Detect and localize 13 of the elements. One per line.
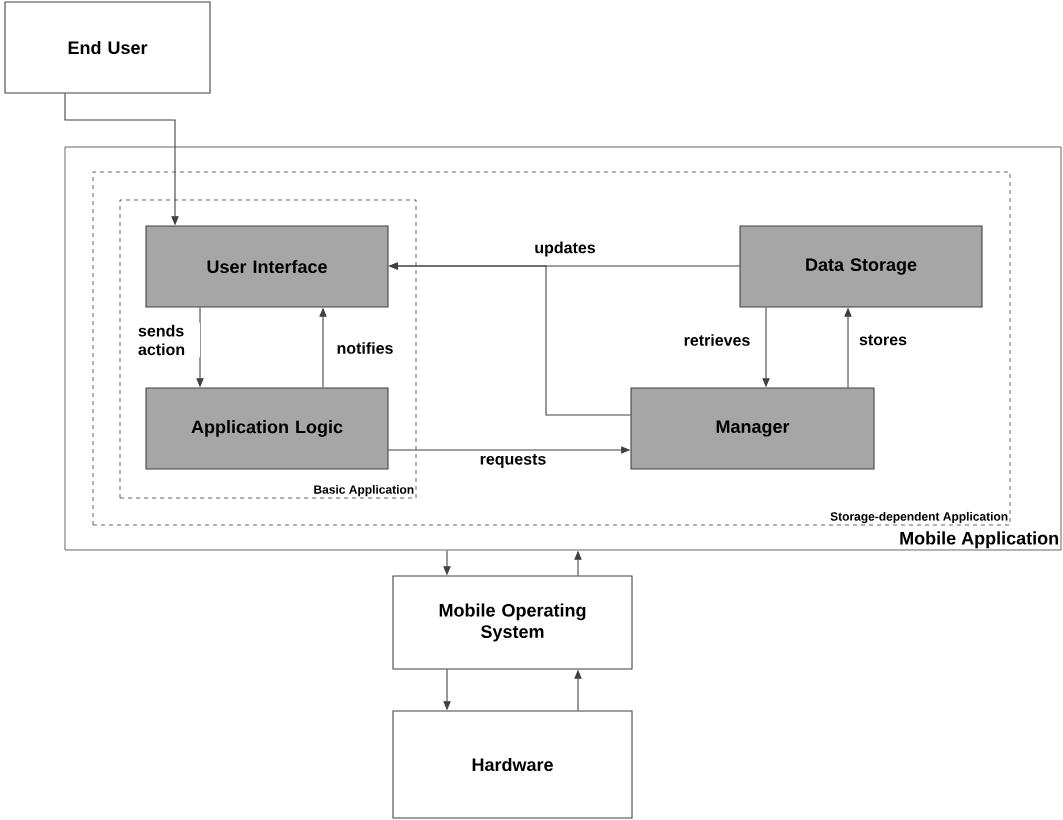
edge-label: updates: [532, 239, 598, 259]
process-box: Hardware: [392, 710, 633, 819]
component-box: Data Storage: [739, 225, 983, 308]
edge-label: stores: [857, 332, 909, 348]
component-box: User Interface: [145, 225, 389, 308]
edge-label: sends action: [136, 322, 200, 358]
process-box: End User: [4, 1, 211, 94]
edge-label: requests: [477, 452, 549, 470]
process-box: Mobile Operating System: [392, 575, 633, 670]
component-box: Manager: [630, 387, 875, 470]
component-box: Application Logic: [145, 387, 389, 470]
edge-label: retrieves: [681, 332, 753, 348]
edge-label: notifies: [334, 340, 396, 356]
